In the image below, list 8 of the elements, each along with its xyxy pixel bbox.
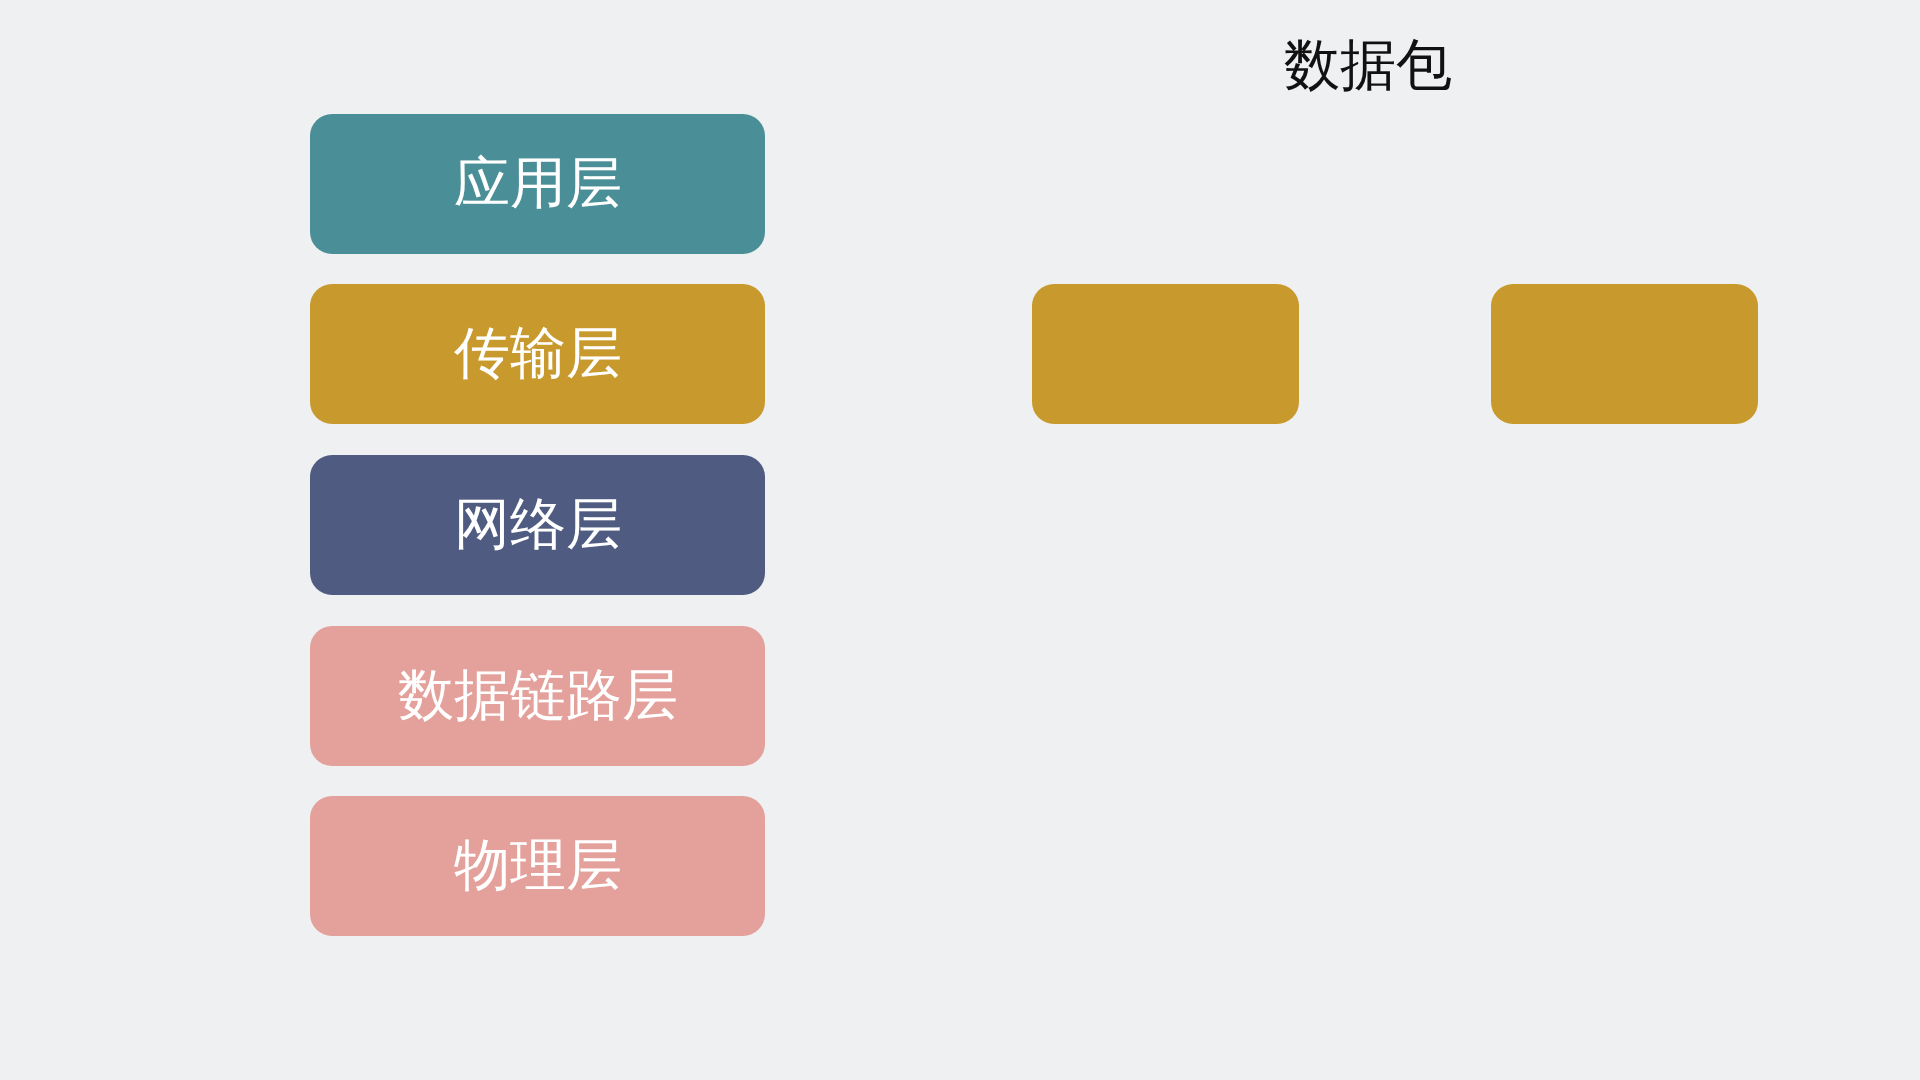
layer-box: 物理层 [310, 796, 765, 936]
layer-box: 应用层 [310, 114, 765, 254]
title: 数据包 [1284, 31, 1452, 99]
layer-box: 传输层 [310, 284, 765, 424]
layer-box: 网络层 [310, 455, 765, 595]
layer-box: 数据链路层 [310, 626, 765, 766]
packet-box [1491, 284, 1758, 424]
packet-box [1032, 284, 1299, 424]
